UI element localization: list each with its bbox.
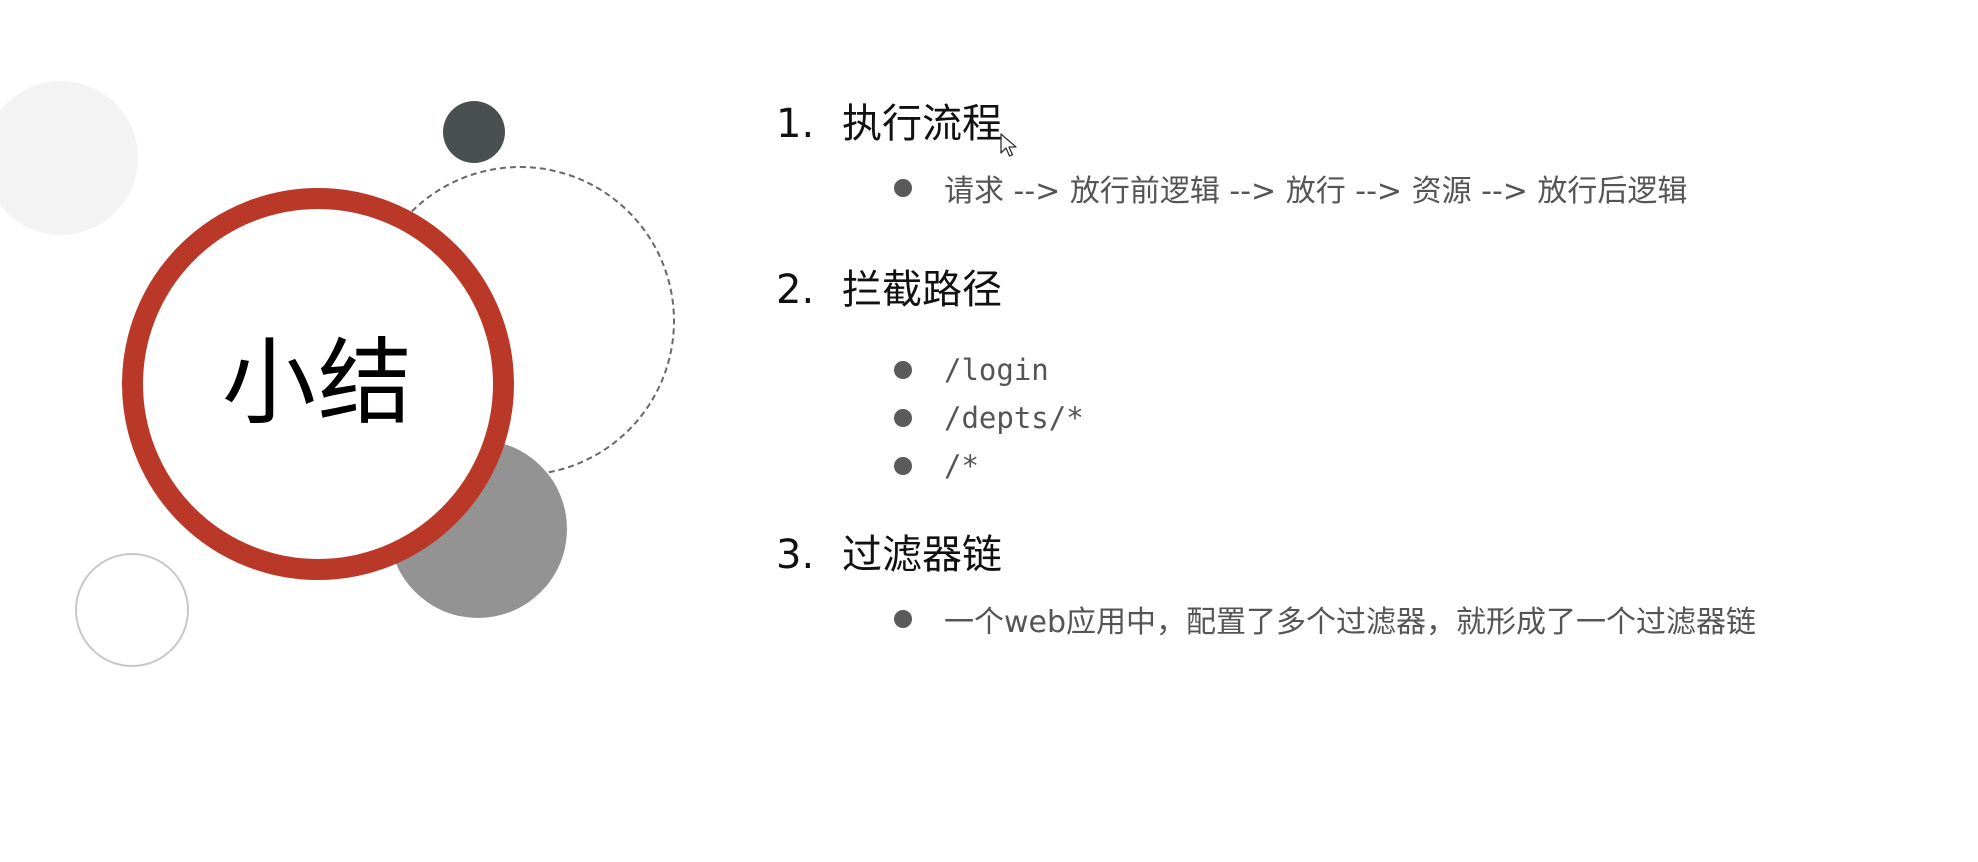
bullet-list: 请求 --> 放行前逻辑 --> 放行 --> 资源 --> 放行后逻辑 xyxy=(776,164,1687,212)
bullet-text: /depts/* xyxy=(944,401,1084,435)
bullet-icon xyxy=(894,361,912,379)
section-filter-chain: 3. 过滤器链 一个web应用中，配置了多个过滤器，就形成了一个过滤器链 xyxy=(776,535,1756,643)
section-number: 3. xyxy=(776,532,815,578)
decorative-outline-circle xyxy=(75,553,189,667)
bullet-list: 一个web应用中，配置了多个过滤器，就形成了一个过滤器链 xyxy=(776,595,1756,643)
section-heading: 1. 执行流程 xyxy=(776,104,1687,144)
bullet-text: 一个web应用中，配置了多个过滤器，就形成了一个过滤器链 xyxy=(944,605,1757,640)
bullet-list: /login /depts/* /* xyxy=(776,346,1084,490)
bullet-icon xyxy=(894,409,912,427)
section-number: 1. xyxy=(776,101,815,147)
bullet-icon xyxy=(894,610,912,628)
section-title: 执行流程 xyxy=(842,101,1002,147)
section-intercept-paths: 2. 拦截路径 /login /depts/* /* xyxy=(776,270,1084,490)
section-number: 2. xyxy=(776,267,815,313)
list-item: /login xyxy=(894,346,1084,394)
section-heading: 2. 拦截路径 xyxy=(776,270,1084,310)
list-item: /* xyxy=(894,442,1084,490)
slide-title: 小结 xyxy=(221,329,414,438)
section-execution-flow: 1. 执行流程 请求 --> 放行前逻辑 --> 放行 --> 资源 --> 放… xyxy=(776,104,1687,212)
list-item: 请求 --> 放行前逻辑 --> 放行 --> 资源 --> 放行后逻辑 xyxy=(894,164,1687,212)
section-heading: 3. 过滤器链 xyxy=(776,535,1756,575)
bullet-text: 请求 --> 放行前逻辑 --> 放行 --> 资源 --> 放行后逻辑 xyxy=(944,174,1688,209)
section-title: 过滤器链 xyxy=(842,532,1002,578)
bullet-text: /login xyxy=(944,353,1049,387)
bullet-text: /* xyxy=(944,449,979,483)
decorative-dark-dot xyxy=(443,101,505,163)
section-title: 拦截路径 xyxy=(842,267,1002,313)
list-item: 一个web应用中，配置了多个过滤器，就形成了一个过滤器链 xyxy=(894,595,1756,643)
decorative-light-circle xyxy=(0,81,138,235)
bullet-icon xyxy=(894,179,912,197)
summary-ring: 小结 xyxy=(122,188,514,580)
bullet-icon xyxy=(894,457,912,475)
list-item: /depts/* xyxy=(894,394,1084,442)
